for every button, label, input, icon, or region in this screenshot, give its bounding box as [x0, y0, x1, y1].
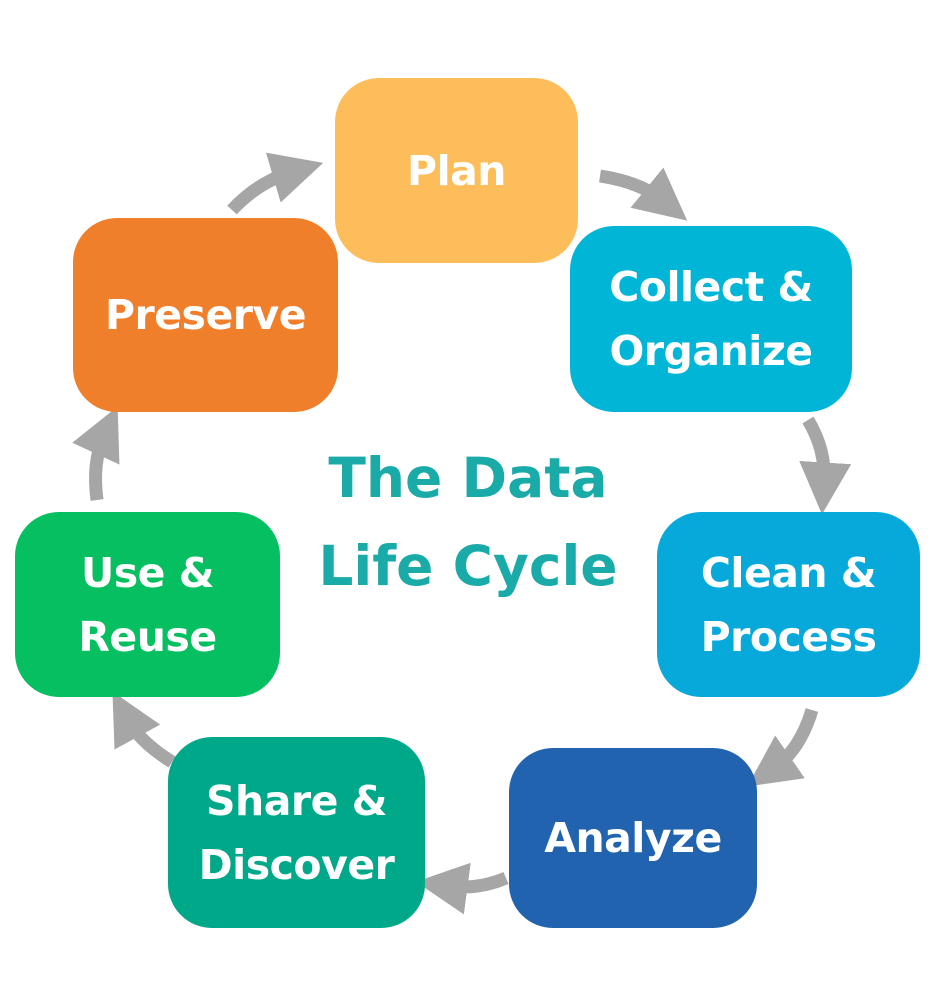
stage-label-line1: Collect &: [609, 263, 813, 311]
stage-label-line2: Reuse: [78, 612, 217, 661]
arrow-share-to-use: [112, 691, 176, 768]
stage-label-line1: Clean &: [700, 548, 877, 597]
diagram-title: The Data Life Cycle: [268, 434, 668, 610]
stage-label-line1: Use &: [80, 548, 215, 597]
stage-label-line1: Share &: [206, 776, 387, 825]
arrow-analyze-to-share: [415, 862, 509, 915]
stage-label: Plan: [407, 146, 506, 195]
arrow-preserve-to-plan: [227, 152, 324, 215]
title-line1: The Data: [328, 446, 608, 510]
stage-preserve: Preserve: [73, 218, 338, 412]
stage-label-line2: Organize: [609, 327, 813, 375]
stage-label-line2: Process: [700, 612, 877, 661]
stage-label: Preserve: [104, 291, 307, 339]
stage-collect-organize: Collect & Organize: [570, 226, 852, 412]
stage-plan: Plan: [335, 78, 578, 263]
stage-share-discover: Share & Discover: [168, 737, 425, 928]
arrow-collect-to-clean: [799, 416, 852, 515]
stage-label: Analyze: [544, 814, 722, 862]
arrow-use-to-preserve: [72, 406, 120, 501]
stage-label-line2: Discover: [198, 840, 395, 889]
title-line2: Life Cycle: [318, 534, 618, 598]
arrow-plan-to-collect: [598, 167, 688, 221]
stage-analyze: Analyze: [509, 748, 757, 928]
arrow-clean-to-analyze: [747, 708, 819, 787]
stage-clean-process: Clean & Process: [657, 512, 920, 697]
stage-use-reuse: Use & Reuse: [15, 512, 280, 697]
